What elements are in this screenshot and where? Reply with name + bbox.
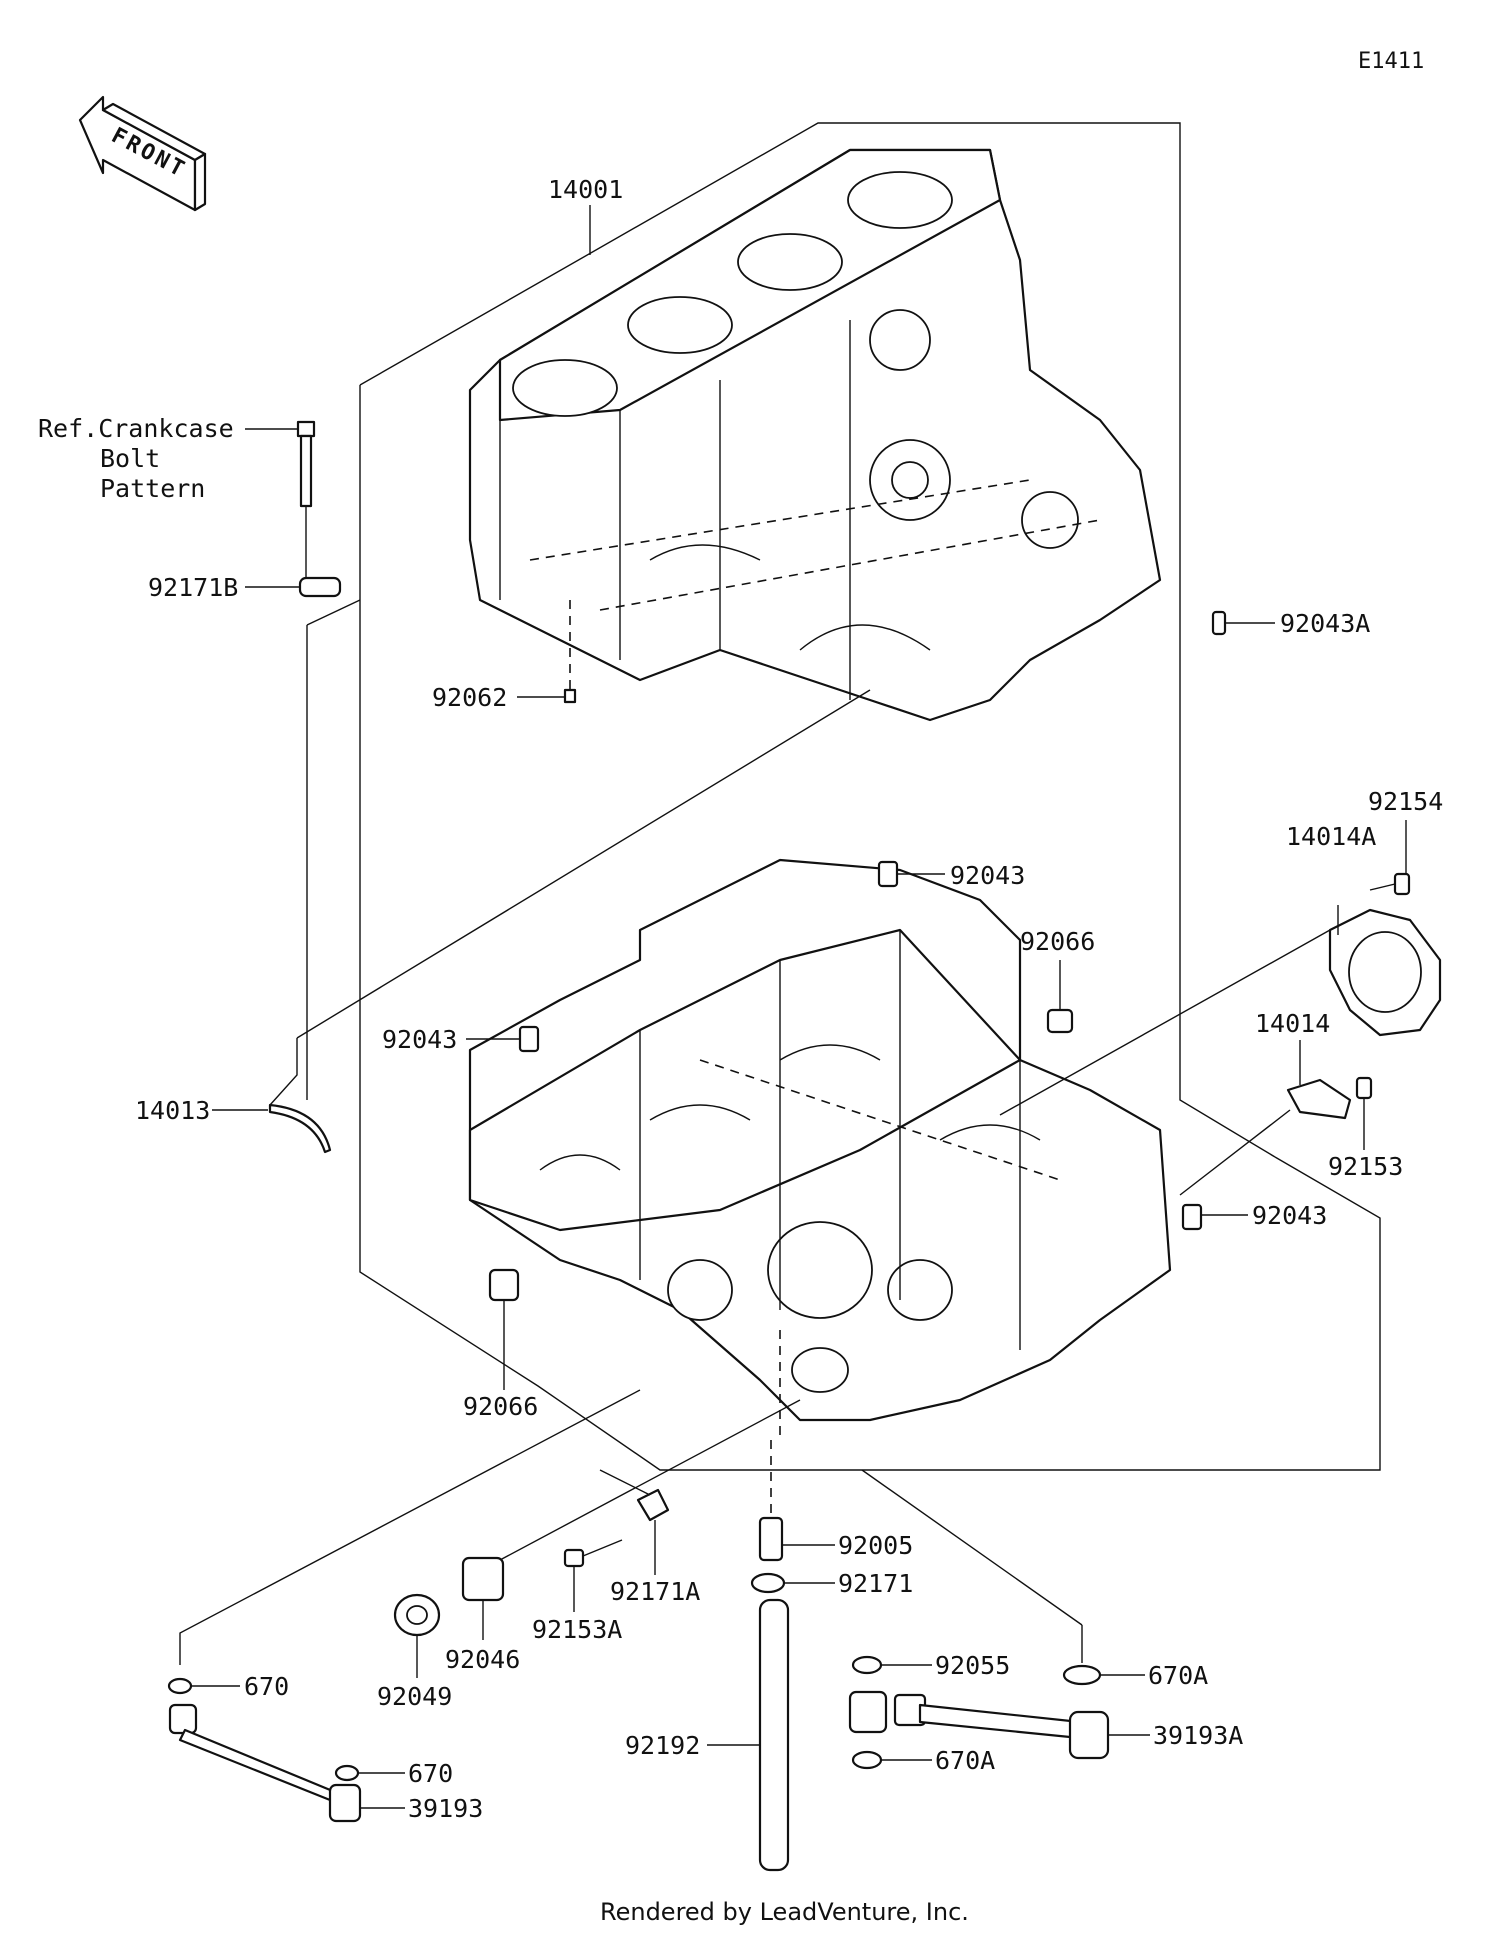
plug-icon	[1046, 1008, 1074, 1034]
cover-plate-icon	[1328, 908, 1442, 1037]
lower-crankcase	[468, 858, 1172, 1440]
label-92154: 92154	[1368, 787, 1443, 816]
label-92049: 92049	[377, 1682, 452, 1711]
label-92192: 92192	[625, 1731, 700, 1760]
dowel-pin-icon	[1211, 610, 1227, 636]
ref-note-line-1: Ref.Crankcase	[38, 414, 234, 443]
label-14001: 14001	[548, 175, 623, 204]
bolt-icon	[296, 420, 316, 508]
screw-icon	[1393, 872, 1411, 896]
label-92171A: 92171A	[610, 1577, 700, 1606]
clamp-icon	[298, 576, 342, 598]
label-92043-right: 92043	[1252, 1201, 1327, 1230]
ref-note-line-2: Bolt	[100, 444, 160, 473]
bracket-icon	[636, 1488, 670, 1522]
label-92046: 92046	[445, 1645, 520, 1674]
label-92043A: 92043A	[1280, 609, 1370, 638]
label-92171B: 92171B	[148, 573, 238, 602]
clamp-icon	[750, 1572, 786, 1594]
o-ring-icon	[1062, 1664, 1102, 1686]
label-670-b: 670	[408, 1759, 453, 1788]
fitting-icon	[758, 1516, 784, 1562]
bearing-insert-icon	[268, 1103, 332, 1154]
label-92066-right: 92066	[1020, 927, 1095, 956]
plug-icon	[563, 688, 577, 704]
front-arrow-icon: FRONT	[78, 95, 207, 212]
label-92005: 92005	[838, 1531, 913, 1560]
label-92066-left: 92066	[463, 1392, 538, 1421]
label-92043-top: 92043	[950, 861, 1025, 890]
label-14014: 14014	[1255, 1009, 1330, 1038]
label-92171: 92171	[838, 1569, 913, 1598]
assembly-frame	[306, 122, 1381, 1471]
label-92043-left: 92043	[382, 1025, 457, 1054]
label-39193: 39193	[408, 1794, 483, 1823]
bolt-icon	[563, 1548, 585, 1568]
o-ring-icon	[167, 1677, 193, 1695]
label-39193A: 39193A	[1153, 1721, 1243, 1750]
o-ring-icon	[334, 1764, 360, 1782]
label-92153: 92153	[1328, 1152, 1403, 1181]
screw-icon	[1355, 1076, 1373, 1100]
dowel-pin-icon	[518, 1025, 540, 1053]
label-670-a: 670	[244, 1672, 289, 1701]
label-14013: 14013	[135, 1096, 210, 1125]
diagram-code: E1411	[1358, 49, 1424, 74]
dowel-pin-icon	[877, 860, 899, 888]
label-670A-a: 670A	[1148, 1661, 1208, 1690]
label-14014A: 14014A	[1286, 822, 1376, 851]
footer-credit: Rendered by LeadVenture, Inc.	[600, 1898, 969, 1926]
ref-note-line-3: Pattern	[100, 474, 205, 503]
label-670A-b: 670A	[935, 1746, 995, 1775]
oil-pipe-icon	[168, 1703, 362, 1823]
pipe-icon	[758, 1598, 790, 1872]
dowel-pin-icon	[1181, 1203, 1203, 1231]
oil-pipe-icon	[848, 1690, 1110, 1760]
bracket-icon	[1286, 1078, 1352, 1120]
o-ring-icon	[851, 1750, 883, 1770]
needle-bearing-icon	[461, 1556, 505, 1602]
o-ring-icon	[851, 1655, 883, 1675]
plug-icon	[488, 1268, 520, 1302]
label-92062: 92062	[432, 683, 507, 712]
label-92055: 92055	[935, 1651, 1010, 1680]
upper-crankcase	[468, 148, 1162, 722]
label-92153A: 92153A	[532, 1615, 622, 1644]
